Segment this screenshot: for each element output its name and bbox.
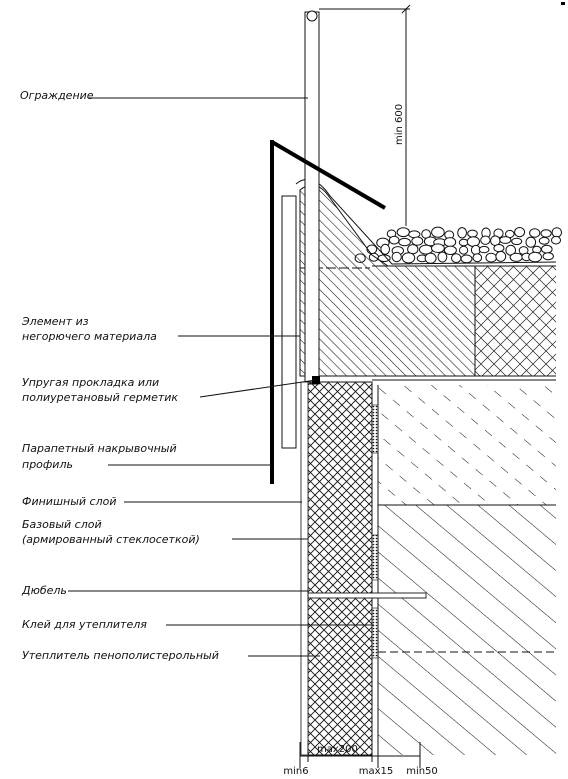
gravel-pebble (551, 227, 562, 238)
gravel-pebble (431, 226, 445, 238)
label-gasket-line2: полиуретановый герметик (22, 391, 178, 404)
label-parapet-line2: профиль (22, 458, 73, 471)
gravel-pebble (388, 235, 400, 245)
gravel-pebble (443, 237, 457, 248)
gravel-pebble (401, 252, 416, 264)
label-insulation: Утеплитель пенополистерольный (22, 649, 219, 662)
insulation-board (300, 376, 373, 756)
gravel-pebble (495, 250, 507, 262)
gravel-pebble (538, 236, 550, 245)
label-gasket-line1: Упругая прокладка или (22, 376, 159, 389)
wall-structure (377, 385, 556, 755)
gravel-pebble (542, 252, 554, 261)
gravel-pebble (457, 227, 468, 239)
gravel-pebble (485, 252, 498, 263)
gravel-pebble (509, 252, 523, 262)
gravel-pebble (478, 245, 490, 254)
gravel-pebble (511, 237, 523, 246)
gravel-pebble (499, 236, 512, 244)
gravel-pebble (391, 251, 402, 263)
gravel-pebble (480, 235, 491, 245)
label-parapet-line1: Парапетный накрывочный (22, 442, 177, 455)
gravel-pebble (458, 238, 469, 247)
gravel-pebble (380, 243, 391, 255)
gravel-pebble (540, 229, 552, 238)
gravel-pebble (541, 244, 553, 254)
adhesive-dabs (371, 404, 379, 659)
height-dimension: min 600 (319, 4, 411, 226)
gravel-pebble (551, 235, 561, 245)
roof-slab (372, 265, 556, 381)
label-noncombustible-line1: Элемент из (21, 315, 89, 328)
leader-lines (68, 97, 374, 657)
gravel-pebble (398, 237, 411, 247)
gravel-pebble (514, 227, 526, 238)
label-dowel: Дюбель (21, 584, 67, 597)
label-adhesive: Клей для утеплителя (22, 618, 147, 631)
dim-max200: max200 (317, 744, 358, 755)
gravel-pebble (459, 245, 469, 255)
railing-post (304, 10, 320, 385)
labels: Ограждение Элемент из негорючего материа… (20, 89, 219, 662)
gravel-pebble (396, 227, 410, 238)
gravel-pebble (525, 236, 537, 248)
dim-max15: max15 (359, 766, 394, 777)
dim-min50: min50 (406, 766, 438, 777)
gravel-pebble (467, 229, 478, 238)
gravel-pebble (528, 251, 542, 263)
gravel-pebble (443, 245, 457, 256)
corner-mark (561, 2, 565, 5)
gravel-pebble (451, 253, 462, 264)
gravel-pebble (460, 254, 473, 264)
gravel-pebble (466, 236, 480, 248)
label-base-line1: Базовый слой (22, 518, 102, 531)
dim-min6: min6 (283, 766, 308, 777)
railing-diagonal-bar (270, 140, 387, 210)
gravel-pebble (437, 251, 448, 263)
gravel-pebble (424, 252, 437, 264)
label-finish-layer: Финишный слой (22, 495, 117, 508)
gravel-pebble (493, 244, 505, 253)
gravel-pebble (472, 253, 483, 263)
gravel-pebble (411, 236, 424, 246)
gravel-pebble (431, 243, 445, 253)
label-noncombustible-line2: негорючего материала (22, 330, 157, 343)
dim-min600: min 600 (394, 104, 405, 145)
label-railing: Ограждение (20, 89, 94, 102)
gravel-pebble (529, 228, 541, 238)
label-base-line2: (армированный стеклосеткой) (22, 533, 200, 546)
bottom-dimensions: max200 min6 max15 min50 (283, 742, 438, 777)
